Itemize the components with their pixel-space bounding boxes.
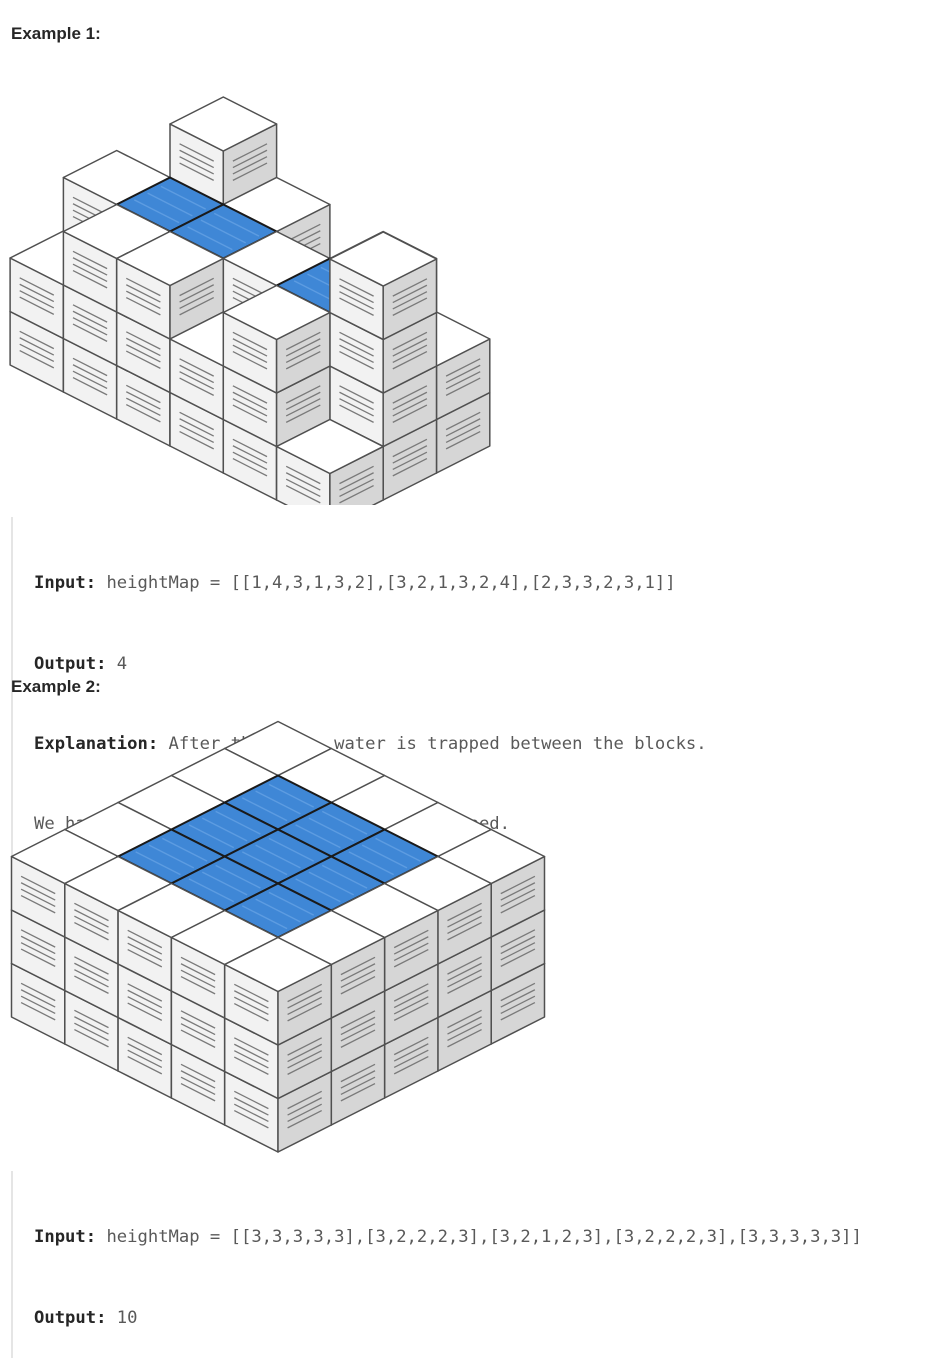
example-1-figure (9, 96, 491, 505)
example-1-output-line: Output: 4 (34, 651, 707, 678)
cube-block (115, 230, 225, 340)
example-1-input-value: heightMap = [[1,4,3,1,3,2],[3,2,1,3,2,4]… (106, 573, 676, 594)
example-2-title: Example 2: (11, 677, 101, 696)
example-2-output-line: Output: 10 (34, 1305, 862, 1332)
example-1-explanation-label: Explanation: (34, 733, 159, 754)
cube-block (222, 284, 331, 394)
cube-block (329, 231, 438, 341)
example-2-code-block: Input: heightMap = [[3,3,3,3,3],[3,2,2,2… (11, 1171, 862, 1358)
example-2-input-label: Input: (34, 1227, 97, 1248)
example-2-output-value: 10 (116, 1307, 138, 1328)
example-1-output-value: 4 (116, 653, 128, 674)
example-2-output-label: Output: (34, 1307, 107, 1328)
example-1-input-line: Input: heightMap = [[1,4,3,1,3,2],[3,2,1… (34, 570, 707, 597)
example-1-title: Example 1: (11, 24, 101, 43)
example-2-figure (10, 720, 546, 1153)
cube-block (169, 96, 278, 206)
cube-block (223, 936, 333, 1046)
example-2-input-line: Input: heightMap = [[3,3,3,3,3],[3,2,2,2… (34, 1224, 862, 1251)
example-2-input-value: heightMap = [[3,3,3,3,3],[3,2,2,2,3],[3,… (106, 1227, 862, 1248)
example-1-output-label: Output: (34, 653, 107, 674)
cube-block (275, 418, 384, 505)
example-1-input-label: Input: (34, 573, 97, 594)
